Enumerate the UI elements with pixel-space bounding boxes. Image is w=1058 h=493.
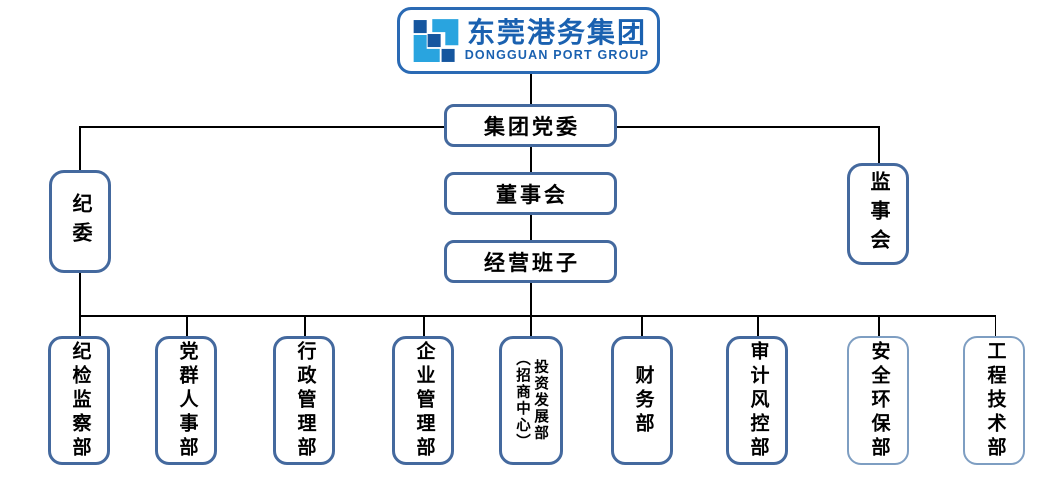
dept-label: 投资发展部 bbox=[532, 359, 549, 442]
node-supervisory-board: 监事会 bbox=[847, 163, 909, 265]
connector-right-down bbox=[878, 126, 880, 163]
dept-label: 企业管理部 bbox=[413, 340, 435, 461]
node-party-committee: 集团党委 bbox=[444, 104, 617, 147]
stub-dept-1 bbox=[79, 315, 81, 336]
node-label: 监事会 bbox=[867, 170, 889, 258]
dept-label: 纪检监察部 bbox=[69, 340, 91, 461]
dept-label: 工程技术部 bbox=[984, 340, 1006, 461]
node-management-team: 经营班子 bbox=[444, 240, 617, 283]
branch-line bbox=[79, 315, 996, 317]
node-dept-safety-environment: 安全环保部 bbox=[847, 336, 909, 465]
port-squares-logo-icon bbox=[413, 18, 459, 62]
dept-label: 安全环保部 bbox=[868, 340, 890, 461]
company-name-cjk: 东莞港务集团 bbox=[466, 16, 647, 48]
node-dept-investment-development: 投资发展部 （招商中心） bbox=[499, 336, 563, 465]
node-label: 董事会 bbox=[496, 182, 568, 207]
dept-label: 财务部 bbox=[632, 364, 654, 437]
stub-dept-2 bbox=[186, 315, 188, 336]
connector-board-mgmt bbox=[530, 215, 532, 240]
node-label: 经营班子 bbox=[484, 250, 580, 275]
stub-dept-4 bbox=[423, 315, 425, 336]
connector-left-down bbox=[79, 126, 81, 170]
company-logo: 东莞港务集团 DONGGUAN PORT GROUP bbox=[397, 7, 660, 74]
stub-dept-6 bbox=[641, 315, 643, 336]
dept-label: 审计风控部 bbox=[747, 340, 769, 461]
logo-text: 东莞港务集团 DONGGUAN PORT GROUP bbox=[463, 16, 651, 64]
node-dept-administration: 行政管理部 bbox=[273, 336, 335, 465]
stub-dept-8 bbox=[878, 315, 880, 336]
node-dept-enterprise-management: 企业管理部 bbox=[392, 336, 454, 465]
stub-dept-9 bbox=[994, 315, 996, 336]
node-dept-party-hr: 党群人事部 bbox=[155, 336, 217, 465]
connector-party-left bbox=[79, 126, 444, 128]
node-dept-engineering-technology: 工程技术部 bbox=[963, 336, 1025, 465]
stub-dept-5 bbox=[530, 315, 532, 336]
connector-party-board bbox=[530, 147, 532, 172]
connector-jiwei-branch bbox=[79, 272, 81, 315]
connector-logo-party bbox=[530, 74, 532, 104]
stub-dept-3 bbox=[304, 315, 306, 336]
dept-sublabel: （招商中心） bbox=[514, 351, 530, 450]
node-dept-finance: 财务部 bbox=[611, 336, 673, 465]
connector-mgmt-branch bbox=[530, 283, 532, 315]
node-label: 集团党委 bbox=[484, 114, 580, 139]
node-dept-audit-risk: 审计风控部 bbox=[726, 336, 788, 465]
node-board: 董事会 bbox=[444, 172, 617, 215]
stub-dept-7 bbox=[757, 315, 759, 336]
node-discipline-committee: 纪委 bbox=[49, 170, 111, 273]
dept-label: 行政管理部 bbox=[294, 340, 316, 461]
company-name-en: DONGGUAN PORT GROUP bbox=[464, 48, 650, 63]
dept-label: 党群人事部 bbox=[176, 340, 198, 461]
node-label: 纪委 bbox=[69, 192, 91, 251]
connector-party-right bbox=[617, 126, 878, 128]
node-dept-discipline-inspection: 纪检监察部 bbox=[48, 336, 110, 465]
dept-label-group: 投资发展部 （招商中心） bbox=[513, 351, 549, 450]
